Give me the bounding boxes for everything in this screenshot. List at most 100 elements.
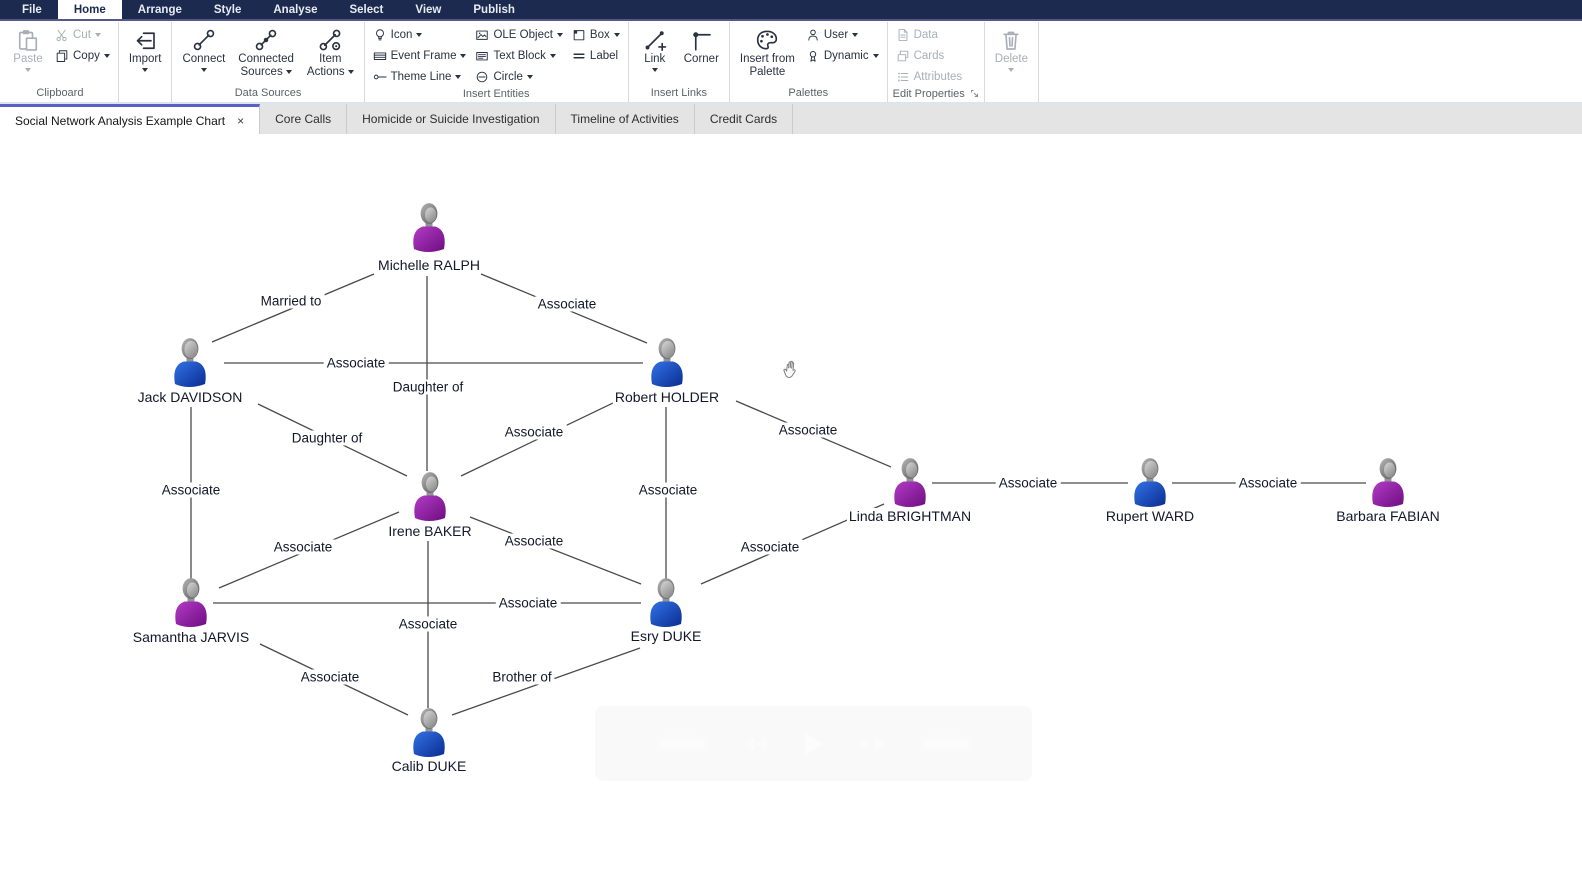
link-label[interactable]: Daughter of (288, 430, 366, 446)
link-label[interactable]: Associate (995, 475, 1061, 491)
link-label[interactable]: Associate (635, 482, 701, 498)
tab-social-network-analysis-example-chart[interactable]: Social Network Analysis Example Chart × (0, 104, 261, 134)
dropdown-caret (872, 54, 879, 58)
entity-label[interactable]: Calib DUKE (389, 758, 469, 774)
dynamic-button[interactable]: Dynamic (803, 46, 882, 66)
menu-select[interactable]: Select (349, 3, 384, 16)
menu-home[interactable]: Home (57, 0, 122, 19)
paste-button: Paste (7, 24, 49, 72)
dropdown-caret (142, 67, 149, 72)
button-label: Cards (913, 50, 945, 62)
menu-publish[interactable]: Publish (473, 3, 515, 16)
user-button[interactable]: User (803, 25, 882, 45)
link-label[interactable]: Associate (495, 595, 561, 611)
link-label[interactable]: Associate (158, 482, 224, 498)
import-button[interactable]: Import (124, 24, 167, 72)
user-icon (808, 29, 818, 41)
dropdown-caret (526, 75, 533, 79)
link-label[interactable]: Associate (323, 355, 389, 371)
person-entity-jack-davidson[interactable] (168, 336, 212, 393)
entity-label[interactable]: Linda BRIGHTMAN (846, 508, 974, 524)
entity-label[interactable]: Esry DUKE (628, 628, 704, 644)
close-tab-icon[interactable]: × (237, 113, 245, 128)
link-label[interactable]: Associate (297, 669, 363, 685)
menu-view[interactable]: View (415, 3, 442, 16)
link-label[interactable]: Daughter of (389, 379, 467, 395)
link-label[interactable]: Associate (501, 424, 567, 440)
entity-label[interactable]: Irene BAKER (386, 523, 474, 539)
label-button[interactable]: Label (569, 46, 623, 66)
link-label[interactable]: Associate (775, 422, 841, 438)
entity-label[interactable]: Rupert WARD (1103, 508, 1197, 524)
person-entity-esry-duke[interactable] (644, 576, 688, 633)
person-entity-calib-duke[interactable] (407, 706, 451, 763)
link-label[interactable]: Associate (270, 539, 336, 555)
circle-button[interactable]: Circle (472, 67, 565, 87)
box-entity-icon (573, 30, 585, 41)
link-label[interactable]: Associate (501, 533, 567, 549)
link-label[interactable]: Associate (1235, 475, 1301, 491)
entity-label[interactable]: Michelle RALPH (376, 257, 482, 273)
pan-hand-cursor (783, 360, 796, 378)
dropdown-caret (347, 69, 354, 74)
person-entity-samantha-jarvis[interactable] (169, 576, 213, 633)
entity-label[interactable]: Robert HOLDER (612, 389, 722, 405)
link-label[interactable]: Associate (737, 539, 803, 555)
dialog-launcher-icon[interactable] (970, 89, 979, 98)
person-entity-robert-holder[interactable] (645, 336, 689, 393)
link-label[interactable]: Brother of (489, 669, 555, 685)
corner-icon (693, 31, 712, 51)
link-label[interactable]: Associate (534, 296, 600, 312)
ole-object-button[interactable]: OLE Object (472, 25, 565, 45)
person-entity-michelle-ralph[interactable] (407, 201, 451, 258)
button-label: Connected (238, 53, 294, 65)
tab-core-calls[interactable]: Core Calls (260, 104, 348, 134)
cards-icon (897, 50, 908, 62)
link-label[interactable]: Married to (257, 293, 325, 309)
button-label: Dynamic (823, 50, 869, 62)
icon-button[interactable]: Icon (370, 25, 470, 45)
text-block-button[interactable]: Text Block (472, 46, 565, 66)
fading-media-overlay (595, 706, 1032, 781)
cut-button: Cut (52, 25, 113, 45)
link-icon (645, 30, 667, 51)
tab-timeline-of-activities[interactable]: Timeline of Activities (556, 104, 695, 134)
tab-credit-cards[interactable]: Credit Cards (695, 104, 794, 134)
entity-label[interactable]: Barbara FABIAN (1334, 508, 1442, 524)
button-label: Circle (493, 71, 523, 83)
tab-label: Timeline of Activities (570, 112, 679, 126)
entity-label[interactable]: Samantha JARVIS (130, 629, 252, 645)
link-line[interactable] (469, 516, 642, 585)
button-label: Import (128, 53, 162, 65)
menu-analyse[interactable]: Analyse (273, 3, 318, 16)
copy-button[interactable]: Copy (52, 46, 113, 66)
person-entity-barbara-fabian[interactable] (1366, 456, 1410, 513)
menu-file[interactable]: File (22, 3, 42, 16)
button-label: Cut (73, 29, 91, 41)
data-button: Data (893, 25, 966, 45)
ribbon-group-title: Insert Links (650, 87, 707, 99)
person-entity-linda-brightman[interactable] (888, 456, 932, 513)
corner-button[interactable]: Corner (679, 24, 724, 66)
person-entity-rupert-ward[interactable] (1128, 456, 1172, 513)
box-button[interactable]: Box (569, 25, 623, 45)
tab-homicide-or-suicide-investigation[interactable]: Homicide or Suicide Investigation (347, 104, 556, 134)
connect-button[interactable]: Connect (177, 24, 230, 72)
link-button[interactable]: Link (634, 24, 676, 72)
dropdown-caret (103, 54, 110, 58)
person-entity-irene-baker[interactable] (408, 470, 452, 527)
menu-style[interactable]: Style (213, 3, 242, 16)
link-label[interactable]: Associate (395, 616, 461, 632)
entity-label[interactable]: Jack DAVIDSON (135, 389, 245, 405)
menu-arrange[interactable]: Arrange (137, 3, 182, 16)
event-frame-button[interactable]: Event Frame (370, 46, 470, 66)
tab-label: Social Network Analysis Example Chart (15, 113, 226, 128)
theme-line-button[interactable]: Theme Line (370, 67, 470, 87)
button-label: Corner (683, 53, 719, 65)
